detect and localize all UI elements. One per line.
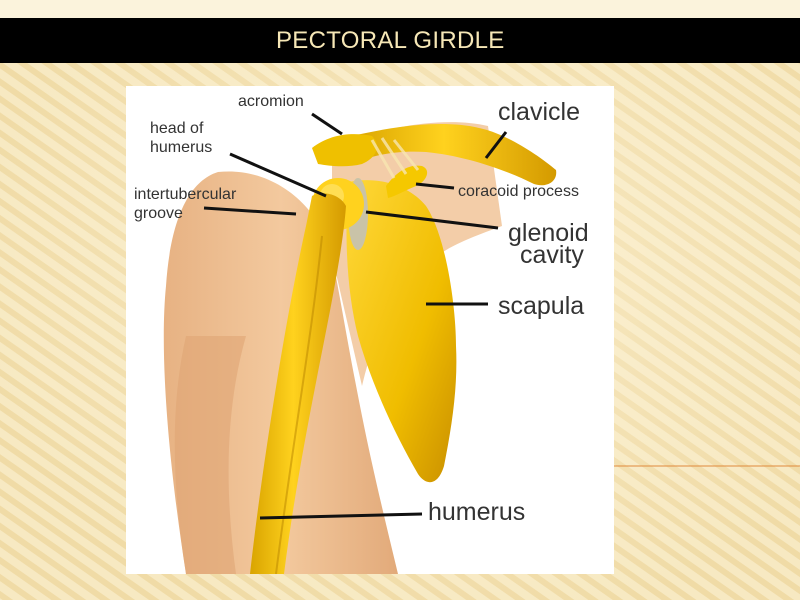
leader-lines: [203, 112, 508, 520]
humerus-shaft: [250, 193, 346, 574]
shoulder-diagram: acromion head of humerus intertubercular…: [126, 86, 614, 574]
diagram-illustration: [163, 112, 557, 574]
label-head-of-humerus-line2: humerus: [150, 139, 213, 156]
label-intertubercular-line2: groove: [134, 205, 183, 222]
label-head-of-humerus-line1: head of: [150, 120, 204, 137]
label-acromion-text: acromion: [238, 93, 304, 110]
acromion-bone: [312, 134, 377, 167]
label-glenoid-line1: glenoid: [508, 219, 589, 247]
label-acromion: acromion: [238, 92, 304, 111]
clavicle-bone: [352, 124, 557, 186]
slide-title: PECTORAL GIRDLE: [276, 27, 505, 54]
label-humerus-text: humerus: [428, 498, 526, 526]
title-bar: PECTORAL GIRDLE: [0, 18, 800, 63]
label-coracoid-process: coracoid process: [458, 182, 579, 201]
label-scapula-text: scapula: [498, 292, 585, 320]
label-humerus: humerus: [428, 498, 526, 526]
label-glenoid-cavity: glenoid cavity: [508, 219, 589, 269]
scapula-bone: [346, 180, 457, 483]
label-intertubercular-groove: intertubercular groove: [134, 185, 236, 223]
label-coracoid-text: coracoid process: [458, 183, 579, 200]
coracoid-bone: [386, 165, 428, 198]
label-glenoid-line2: cavity: [520, 241, 584, 269]
label-clavicle-text: clavicle: [498, 98, 580, 126]
label-intertubercular-line1: intertubercular: [134, 186, 237, 203]
label-clavicle: clavicle: [498, 98, 580, 126]
label-head-of-humerus: head of humerus: [150, 119, 212, 157]
label-scapula: scapula: [498, 292, 585, 320]
